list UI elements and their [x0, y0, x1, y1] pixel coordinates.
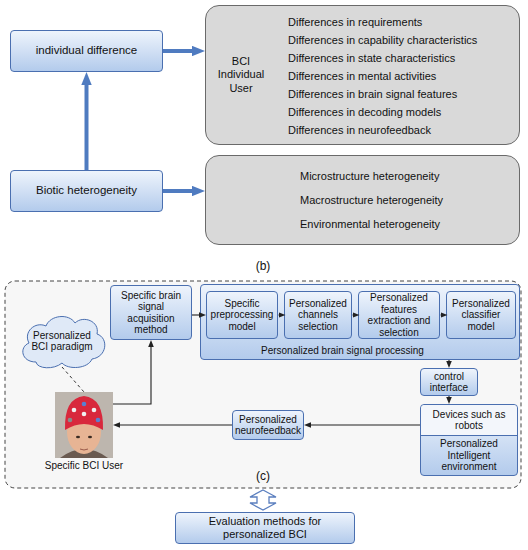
- figure-label: (b): [233, 259, 293, 273]
- group-label: BCI Individual User: [214, 55, 268, 95]
- box-label: Personalized Intelligent environment: [424, 438, 514, 473]
- list-item: Differences in mental activities: [288, 67, 477, 85]
- connector-arrow: [192, 314, 199, 315]
- process-box: Personalized channels selection: [284, 291, 352, 339]
- panel-column: BCI Individual User: [214, 6, 268, 144]
- box-label: Biotic heterogeneity: [36, 184, 137, 197]
- cloud-path: [23, 317, 105, 368]
- list-item: Microstructure heterogeneity: [300, 164, 519, 188]
- group-label: Personalized brain signal processing: [261, 345, 424, 357]
- label-holder: Personalized brain signal processing: [261, 345, 424, 357]
- box-label: Personalized neurofeedback: [235, 414, 301, 437]
- cloud-label: Personalized BCI paradigm: [31, 330, 93, 353]
- cloud-shape: Personalized BCI paradigm: [18, 312, 106, 370]
- connector-arrow: [351, 314, 353, 315]
- user-node: Specific BCI User: [55, 392, 113, 458]
- dashed-region: [5, 281, 521, 488]
- connector-arrow: [163, 49, 192, 53]
- list-panel: BCI Individual User Differences in requir…: [205, 5, 520, 145]
- group-box: Personalized brain signal processing Spec…: [200, 284, 520, 360]
- process-box: control interface: [420, 368, 478, 396]
- list-item: Differences in capability characteristic…: [288, 31, 477, 49]
- connector-arrow: [85, 85, 89, 170]
- label-holder: (c): [233, 469, 293, 483]
- process-box: Biotic heterogeneity: [10, 170, 163, 212]
- label-holder: Specific BCI User: [25, 460, 143, 472]
- list-item: Macrostructure heterogeneity: [300, 188, 519, 212]
- box-label: control interface: [424, 371, 474, 394]
- figure-label: (c): [233, 469, 293, 483]
- connector-arrow: [62, 367, 84, 392]
- device-box: Devices such as robotsPersonalized Intel…: [420, 404, 518, 476]
- list-item: Differences in decoding models: [288, 103, 477, 121]
- box-label: Devices such as robots: [424, 409, 514, 432]
- device-part: Devices such as robots: [421, 405, 517, 435]
- device-part: Personalized Intelligent environment: [421, 435, 517, 475]
- list-panel: Microstructure heterogeneityMacrostructu…: [205, 155, 520, 245]
- process-box: Personalized classifier model: [446, 291, 516, 339]
- connector-arrow: [113, 347, 151, 404]
- user-photo: [55, 392, 113, 458]
- connector-arrow: [277, 314, 279, 315]
- list-item: Differences in state characteristics: [288, 49, 477, 67]
- box-label: Personalized features extraction and sel…: [362, 292, 436, 338]
- connector-arrow: [311, 424, 420, 425]
- list-item: Differences in requirements: [288, 13, 477, 31]
- box-label: individual difference: [36, 44, 137, 57]
- box-label: Personalized channels selection: [288, 298, 348, 333]
- process-box: Specific preprocessing model: [206, 291, 278, 339]
- user-label: Specific BCI User: [25, 460, 143, 472]
- box-label: Personalized classifier model: [450, 298, 512, 333]
- process-box: Specific brain signal acquisition method: [110, 285, 192, 340]
- connector-arrow: [120, 424, 232, 425]
- box-label: Evaluation methods for personalized BCI: [179, 515, 351, 540]
- list-item: Environmental heterogeneity: [300, 212, 519, 236]
- double-arrow: [250, 490, 276, 510]
- connector-arrow: [448, 360, 449, 361]
- process-box: Personalized features extraction and sel…: [358, 291, 440, 339]
- connector-arrow: [163, 189, 192, 193]
- connector-arrow: [439, 314, 441, 315]
- panel-column: Differences in requirementsDifferences i…: [288, 6, 477, 144]
- connector-arrow: [448, 396, 449, 397]
- list-item: Differences in brain signal features: [288, 85, 477, 103]
- label-holder: (b): [233, 259, 293, 273]
- process-box: individual difference: [10, 30, 163, 72]
- box-label: Specific preprocessing model: [210, 298, 274, 333]
- process-box: Personalized neurofeedback: [232, 410, 304, 440]
- list-item: Differences in neurofeedback: [288, 121, 477, 139]
- process-box: Evaluation methods for personalized BCI: [175, 512, 355, 544]
- box-label: Specific brain signal acquisition method: [114, 290, 188, 336]
